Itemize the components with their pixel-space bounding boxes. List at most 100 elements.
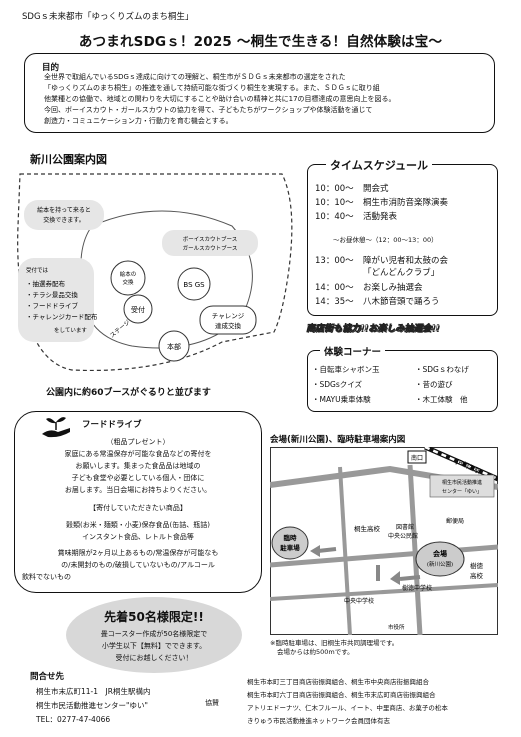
food-drive-box: [14, 411, 262, 593]
schedule-row: 10：10〜桐生市消防音楽隊演奏: [315, 196, 448, 208]
chuo-junior-high-label: 中央中学校: [344, 597, 374, 605]
park-map: 絵本を持って来ると 交換できます。 受付では ・抽選券配布 ・チラシ景品交換 ・…: [17, 173, 293, 372]
road: [270, 583, 498, 601]
challenge-booth-label: チャレンジ: [212, 312, 245, 320]
experience-box: [307, 350, 498, 412]
venue-note: 会場からは約500mです。: [277, 648, 354, 656]
limited-offer-oval: [66, 597, 242, 673]
schedule-row: 10：00〜開会式: [315, 182, 389, 194]
food-drive-condition: の/未開封のもの/破損していないもの/アルコール: [61, 561, 215, 569]
jutoku-high-school-label: 樹徳: [470, 561, 484, 570]
city-hall-label: 市役所: [388, 623, 405, 631]
experience-item: ・MAYU乗車体験: [312, 395, 371, 404]
purpose-line: 今回、ボーイスカウト・ガールスカウトの協力を得て、子どもたちがワークショップや体…: [44, 106, 373, 114]
schedule-time: 14：35〜: [315, 297, 354, 307]
venue-label: 会場: [433, 549, 447, 558]
schedule-event: 障がい児者和太鼓の会: [363, 256, 449, 266]
cooperation-line: アトリエドーナツ、仁木フルール、イート、中里商店、お菓子の松本: [247, 704, 448, 712]
limited-offer-line: 小学生以下【無料】でできます。: [101, 642, 207, 650]
jutoku-junior-high-label: 樹徳中学校: [402, 584, 432, 592]
challenge-booth: [199, 305, 257, 335]
jutoku-high-school-label: 高校: [470, 571, 484, 580]
headquarters-label: 本部: [167, 342, 181, 351]
reception-booth: [123, 294, 153, 324]
scout-booth-line: ガールスカウトブース: [183, 244, 238, 252]
food-drive-title: フードドライブ: [82, 420, 142, 430]
purpose-line: 「ゆっくりズムのまち桐生」の推進を通して持続可能な街づくり桐生を実現する。また、…: [44, 84, 380, 92]
reception-label: 受付: [131, 305, 145, 314]
schedule-event: 開会式: [363, 184, 389, 194]
purpose-box: [24, 53, 495, 133]
experience-item: ・自転車シャボン玉: [312, 365, 380, 374]
purpose-line: 創造力・コミュニケーション力・行動力を育む機会とする。: [44, 117, 233, 125]
route-arrow: [317, 547, 337, 553]
food-drive-intro: お届します。当日会場にお持ちよりください。: [64, 486, 212, 494]
schedule-row: 13：00〜障がい児者和太鼓の会: [315, 254, 448, 266]
stage-label: ステージ: [109, 319, 132, 340]
series-title: SDGｓ未来都市「ゆっくりズムのまち桐生」: [22, 12, 194, 22]
limited-offer-line: 畳コースター作成が50名様限定で: [100, 630, 208, 638]
venue-map-title: 会場(新川公園)、臨時駐車場案内図: [270, 435, 406, 445]
reception-info: [18, 258, 94, 342]
schedule-time: 14：00〜: [315, 283, 354, 293]
limited-offer-line: 受付にお越しください！: [115, 654, 193, 662]
scout-booth-line: ボーイスカウトブース: [183, 235, 238, 243]
challenge-booth-label: 達成交換: [215, 321, 242, 330]
post-office-label: 郵便局: [446, 517, 464, 525]
scout-booth: [177, 267, 211, 301]
library-label: 図書館: [396, 523, 414, 531]
purpose-text: 全世界で取組んでいるSDGｓ達成に向けての理解と、桐生市がＳＤＧｓ未来都市の選定…: [44, 72, 492, 127]
picture-book-note-line: 交換できます。: [43, 216, 84, 224]
reception-info-title: 受付では: [26, 266, 49, 274]
picture-book-exchange-label: 交換: [122, 278, 134, 286]
picture-book-exchange-label: 絵本の: [120, 270, 137, 278]
food-drive-intro: お願いします。集まった食品品は地域の: [75, 462, 201, 470]
temporary-parking-label: 臨時: [284, 533, 298, 542]
schedule-time: 13：00〜: [315, 256, 354, 266]
schedule-event: 「どんどんクラブ」: [363, 268, 440, 278]
schedule-event: 桐生市消防音楽隊演奏: [363, 198, 449, 208]
cooperation-label: 協賛: [205, 699, 219, 707]
schedule-row: 10：40〜活動発表: [315, 210, 397, 222]
temporary-parking-label: 駐車場: [280, 543, 300, 552]
food-drive-wanted-heading: 【寄付していただきたい商品】: [89, 504, 187, 512]
contact-line: 桐生市民活動推進センター"ゆい": [36, 701, 148, 710]
contact-line: 桐生市末広町11-1 JR桐生駅構内: [36, 687, 151, 696]
food-drive-intro: 子ども食堂や必要としている個人・団体に: [71, 474, 205, 482]
page-title: あつまれSDGｓ！2025 〜桐生で生きる！自然体験は宝〜: [78, 34, 443, 50]
venue-label: (新川公園): [427, 560, 453, 568]
activity-center: [429, 474, 495, 498]
cooperation-line: 桐生市本町三丁目商店街振興組合、桐生市中央商店街振興組合: [247, 678, 429, 686]
experience-item: ・木工体験 他: [415, 395, 468, 404]
reception-info-item: ・フードドライブ: [26, 301, 79, 310]
schedule-heading: タイムスケジュール: [326, 157, 433, 173]
schedule-row: 14：35〜八木節音頭で踊ろう: [315, 295, 440, 307]
park-map-caption: 公園内に約60ブースがぐるりと並びます: [46, 388, 211, 398]
lottery-banner: 商店街も協力!!お楽しみ抽選会!!: [306, 324, 440, 335]
schedule-event: お楽しみ抽選会: [363, 283, 423, 293]
experience-item: ・SDGsクイズ: [312, 380, 363, 389]
schedule-row: 「どんどんクラブ」: [315, 266, 439, 278]
headquarters: [158, 330, 190, 362]
venue-note: ※臨時駐車場は、旧桐生市共同調理場です。: [270, 639, 399, 647]
purpose-line: 他業種との協働で、地域との関わりを大切にすることや助け合いの精神と共に17の目標…: [44, 95, 396, 103]
limited-offer-title: 先着50名様限定!!: [104, 610, 204, 624]
picture-book-exchange: [110, 260, 146, 296]
kiryu-high-school-label: 桐生高校: [354, 524, 381, 533]
station-entrance: [407, 450, 427, 464]
cooperation-line: きりゅう市民活動推進ネットワーク会員団体有志: [247, 717, 390, 725]
picture-book-note: [24, 200, 104, 230]
park-map-title: 新川公園案内図: [30, 153, 107, 166]
schedule-time: 10：10〜: [315, 198, 354, 208]
railway: [424, 447, 498, 481]
food-drive-condition: 賞味期限が2ヶ月以上あるもの/常温保存が可能なも: [57, 549, 219, 557]
temporary-parking: [271, 526, 309, 560]
activity-center-label: 桐生市民活動推進: [442, 479, 482, 486]
cooperation-line: 桐生市本町六丁目商店街振興組合、桐生市末広町商店街振興組合: [247, 691, 436, 699]
reception-info-item: ・抽選券配布: [26, 279, 66, 288]
food-drive-subtitle: （粗品プレゼント）: [106, 438, 170, 446]
reception-info-item: ・チラシ景品交換: [26, 290, 78, 299]
scout-booth-label: BS GS: [183, 281, 205, 289]
schedule-event: 八木節音頭で踊ろう: [363, 297, 440, 307]
road: [338, 466, 352, 635]
